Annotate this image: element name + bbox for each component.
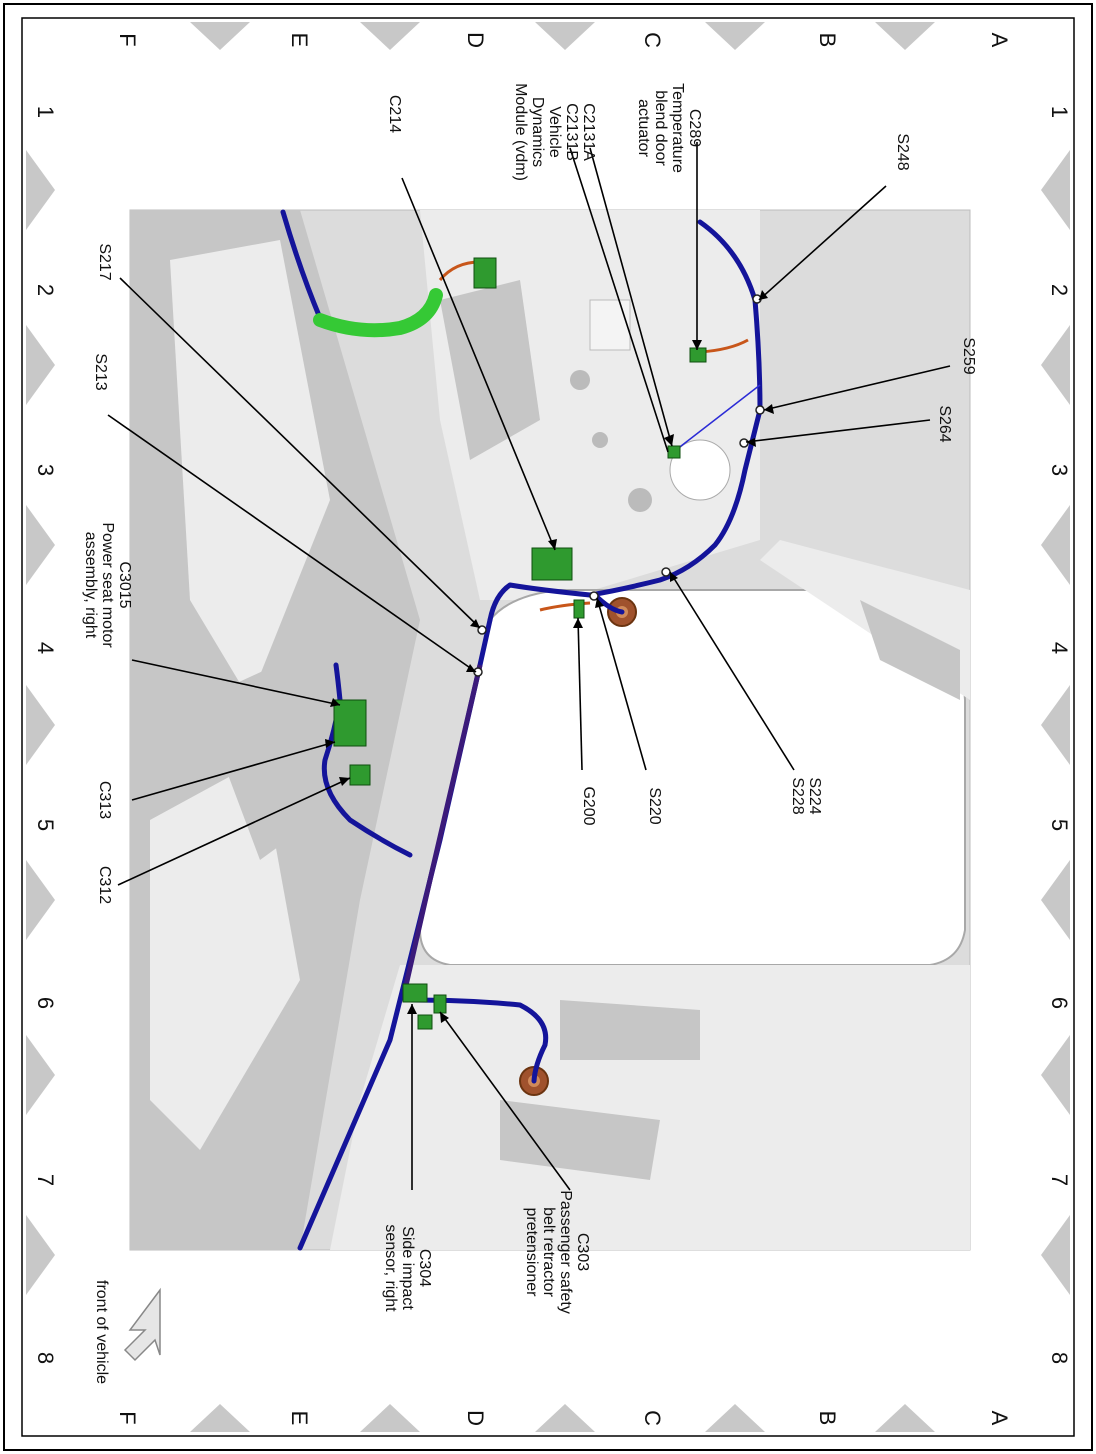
splice-markers	[473, 294, 765, 677]
row-label: E	[287, 33, 312, 48]
column-label: 3	[33, 464, 58, 476]
column-label: 4	[33, 642, 58, 654]
callout-line: Vehicle	[546, 106, 563, 158]
callout-c214: C214	[386, 95, 403, 133]
column-label: 1	[33, 106, 58, 118]
callout-line: Module (vdm)	[512, 83, 529, 181]
column-label: 6	[33, 997, 58, 1009]
column-label: 3	[1047, 464, 1072, 476]
wiring-harness	[280, 209, 763, 1251]
callout-line: Power seat motor	[99, 522, 116, 648]
leader-arrowheads	[325, 290, 774, 1023]
callout-line: C304	[416, 1249, 433, 1287]
callout-line: S259	[960, 337, 977, 374]
callout-line: S220	[646, 787, 663, 824]
column-label: 8	[33, 1352, 58, 1364]
callout-line: C214	[386, 95, 403, 133]
column-label: 6	[1047, 997, 1072, 1009]
row-label: A	[987, 1411, 1012, 1426]
callout-s248: S248	[894, 133, 911, 170]
callout-line: S248	[894, 133, 911, 170]
orientation-note: front of vehicle	[93, 1280, 110, 1384]
column-label: 5	[1047, 819, 1072, 831]
callout-line: C312	[96, 866, 113, 904]
callout-s259: S259	[960, 337, 977, 374]
callout-line: C2131A	[580, 103, 597, 161]
callout-line: blend door	[652, 90, 669, 166]
column-label: 5	[33, 819, 58, 831]
row-label: F	[115, 33, 140, 46]
callout-s264: S264	[936, 405, 953, 442]
callout-s217: S217	[96, 243, 113, 280]
vehicle-body-illustration	[129, 209, 971, 1251]
callout-line: S224	[806, 777, 823, 814]
callout-line: pretensioner	[523, 1208, 540, 1298]
callout-line: Temperature	[669, 83, 686, 173]
callout-line: C2131B	[563, 103, 580, 161]
callout-s220: S220	[646, 787, 663, 824]
row-label: C	[640, 1410, 665, 1426]
row-label: C	[640, 32, 665, 48]
row-label: D	[463, 32, 488, 48]
direction-arrow-icon	[123, 1287, 161, 1362]
callout-c312: C312	[96, 866, 113, 904]
callout-line: S228	[789, 777, 806, 814]
row-label: E	[287, 1411, 312, 1426]
callout-line: S217	[96, 243, 113, 280]
column-label: 2	[33, 284, 58, 296]
callout-line: belt retractor	[540, 1207, 557, 1297]
row-label: A	[987, 33, 1012, 48]
border-markers	[26, 22, 1070, 1432]
callout-line: assembly, right	[82, 532, 99, 639]
callout-line: sensor, right	[382, 1224, 399, 1312]
callout-line: S213	[92, 353, 109, 390]
callout-line: C3015	[116, 561, 133, 608]
column-label: 7	[1047, 1174, 1072, 1186]
column-label: 1	[1047, 106, 1072, 118]
callout-line: Passenger safety	[557, 1190, 574, 1314]
callout-s213: S213	[92, 353, 109, 390]
callout-line: actuator	[635, 99, 652, 157]
column-label: 4	[1047, 642, 1072, 654]
row-label: B	[815, 33, 840, 48]
row-label: B	[815, 1411, 840, 1426]
callout-line: C289	[686, 109, 703, 147]
callout-line: G200	[580, 786, 597, 825]
callout-line: Side impact	[399, 1226, 416, 1310]
row-label: D	[463, 1410, 488, 1426]
callout-line: C303	[574, 1233, 591, 1271]
leader-lines	[107, 142, 951, 1191]
row-label: F	[115, 1411, 140, 1424]
column-label: 2	[1047, 284, 1072, 296]
callout-c313: C313	[96, 781, 113, 819]
callout-line: Dynamics	[529, 97, 546, 167]
callout-line: C313	[96, 781, 113, 819]
connectors	[333, 257, 707, 1030]
callout-line: S264	[936, 405, 953, 442]
front-of-vehicle-indicator: front of vehicle	[93, 1280, 161, 1384]
column-label: 8	[1047, 1352, 1072, 1364]
column-label: 7	[33, 1174, 58, 1186]
callout-g200: G200	[580, 786, 597, 825]
